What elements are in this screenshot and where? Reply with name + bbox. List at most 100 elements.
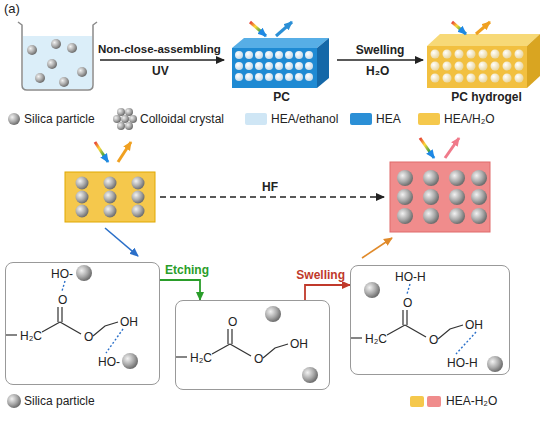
particle <box>431 50 440 59</box>
particle <box>479 74 488 83</box>
particle <box>479 50 488 59</box>
particle <box>132 191 145 204</box>
structure-box: HO-OH₂COOHHO- <box>5 262 160 385</box>
panel-letter: (a) <box>4 2 20 16</box>
atom-label: H₂C <box>20 329 42 343</box>
particle <box>285 51 293 59</box>
particle <box>67 43 77 53</box>
beaker <box>27 39 87 87</box>
process-arrow <box>305 285 350 300</box>
hydrogen-bond <box>456 332 476 354</box>
pc-block <box>250 22 266 36</box>
particle <box>423 170 439 186</box>
particle <box>503 50 512 59</box>
particle <box>443 74 452 83</box>
process-label: HF <box>262 180 278 194</box>
etched-hydrogel-box <box>397 170 487 224</box>
particle <box>449 208 465 224</box>
particle <box>59 77 69 87</box>
legend-text: HEA <box>376 112 401 126</box>
particle <box>245 51 253 59</box>
pc-hydrogel-block <box>427 22 540 88</box>
atom-label: H₂C <box>365 332 387 346</box>
pc-hydrogel-block <box>427 46 527 88</box>
process-arrow <box>160 280 200 300</box>
particle <box>431 62 440 71</box>
pc-block <box>232 22 329 88</box>
pc-block <box>232 38 329 48</box>
particle <box>455 74 464 83</box>
sample-block: PC <box>228 22 335 108</box>
pc-block <box>317 38 329 88</box>
structure-box: OH₂COOH <box>175 300 330 390</box>
colloid-sample <box>117 122 125 130</box>
zoom-arrow <box>105 228 138 256</box>
particle <box>423 189 439 205</box>
hea-water-swatch <box>427 396 441 407</box>
particle <box>235 51 243 59</box>
pc-hydrogel-block <box>431 50 524 83</box>
particle <box>235 73 243 81</box>
particle <box>443 62 452 71</box>
particle <box>491 62 500 71</box>
atom-label: O <box>429 333 438 347</box>
atom-label: OH <box>290 337 308 351</box>
pc-block <box>235 51 313 81</box>
particle <box>51 39 61 49</box>
silica-sample <box>7 394 21 408</box>
particle <box>471 170 487 186</box>
particle <box>265 62 273 70</box>
particle <box>305 62 313 70</box>
legend-text: Silica particle <box>24 112 95 126</box>
beaker <box>23 36 92 89</box>
particle <box>285 73 293 81</box>
hea-water-swatch <box>410 396 424 407</box>
particle <box>397 170 413 186</box>
pc-hydrogel-box <box>118 142 131 162</box>
particle <box>104 205 117 218</box>
particle <box>76 205 89 218</box>
structure-box: HO-HOH₂COOHHO-H <box>350 265 510 375</box>
particle <box>305 51 313 59</box>
particle <box>265 73 273 81</box>
arrow-label: Swelling <box>355 43 406 57</box>
legend-text: HEA-H₂O <box>446 394 497 408</box>
atom-label: HO-H <box>395 270 426 284</box>
colloid-sample <box>125 108 133 116</box>
particle <box>275 73 283 81</box>
silica-particle <box>122 353 138 369</box>
silica-particle <box>76 265 503 383</box>
pc-hydrogel-block <box>476 22 490 34</box>
particle <box>449 189 465 205</box>
particle <box>275 62 283 70</box>
silica-particle <box>265 306 281 322</box>
particle <box>245 73 253 81</box>
particle <box>35 73 45 83</box>
silica-sample <box>8 113 20 125</box>
particle <box>471 208 487 224</box>
particle <box>397 189 413 205</box>
atom-label: HO-H <box>447 356 478 370</box>
colloid-sample <box>125 122 133 130</box>
legend-text: Colloidal crystal <box>140 112 224 126</box>
particle <box>132 177 145 190</box>
pc-hydrogel-box <box>65 142 155 222</box>
particle <box>76 191 89 204</box>
silica-particle <box>364 282 380 298</box>
pc-block <box>276 22 292 36</box>
particle <box>467 74 476 83</box>
particle <box>255 51 263 59</box>
zoom-arrow <box>362 238 392 258</box>
hydrogen-bond <box>62 281 476 354</box>
particle <box>275 51 283 59</box>
particle <box>295 73 303 81</box>
particle <box>285 62 293 70</box>
beaker <box>18 22 97 90</box>
particle <box>295 51 303 59</box>
hydrogen-bond <box>407 284 410 294</box>
particle <box>265 51 273 59</box>
particle <box>255 62 263 70</box>
pc-hydrogel-box <box>76 177 145 218</box>
atom-label: O <box>228 315 237 329</box>
